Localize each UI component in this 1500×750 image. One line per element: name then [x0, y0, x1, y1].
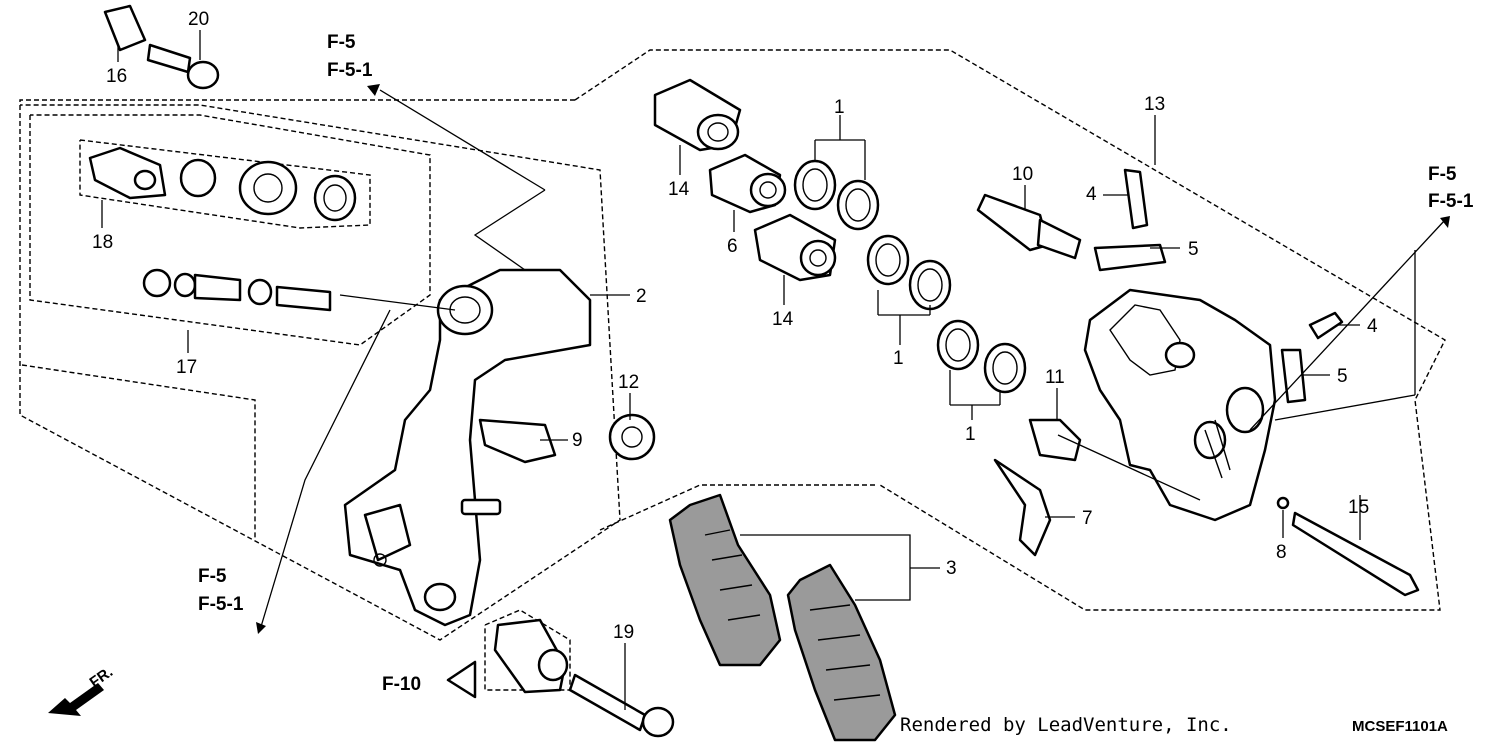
callout-labels: 1 1 1 2 3 4 4 5 5 6 7 8 9 10 11 12 13 14…	[92, 9, 1378, 643]
brake-pads	[668, 493, 897, 742]
arrow-to-f5-right-icon	[1440, 216, 1450, 228]
callout-13: 13	[1144, 94, 1165, 115]
callout-1-bottom: 1	[965, 424, 976, 445]
callout-11: 11	[1045, 367, 1065, 388]
ref-f5-top: F-5	[327, 32, 356, 53]
callout-5-right: 5	[1337, 366, 1348, 387]
credit-text: Rendered by LeadVenture, Inc.	[900, 714, 1232, 736]
arrow-to-f5-left-icon	[256, 622, 266, 634]
callout-2: 2	[636, 286, 647, 307]
piston-sleeves	[653, 78, 837, 282]
piston-seals	[793, 159, 1027, 394]
ref-f10: F-10	[382, 674, 421, 695]
arrow-to-f5-top-icon	[367, 84, 380, 96]
arrow-to-f10-icon	[446, 660, 477, 699]
callout-16: 16	[106, 66, 127, 87]
front-label: FR.	[87, 663, 117, 691]
callout-18: 18	[92, 232, 113, 253]
callout-15: 15	[1348, 497, 1369, 518]
reference-labels: F-5 F-5-1 F-5 F-5-1 F-5 F-5-1 F-10 FR.	[87, 32, 1474, 695]
diagram-code: MCSEF1101A	[1352, 718, 1448, 735]
front-direction-arrow-icon	[48, 683, 104, 716]
leader-lines	[101, 30, 1446, 710]
callout-4-top: 4	[1086, 184, 1097, 205]
ref-f5-1-right: F-5-1	[1428, 191, 1474, 212]
ref-f5-1-top: F-5-1	[327, 60, 373, 81]
callout-7: 7	[1082, 508, 1093, 529]
ref-f5-right: F-5	[1428, 164, 1457, 185]
small-fasteners	[103, 4, 1420, 738]
callout-5-top: 5	[1188, 239, 1199, 260]
callout-19: 19	[613, 622, 634, 643]
ref-f5-left: F-5	[198, 566, 227, 587]
callout-17: 17	[176, 357, 197, 378]
caliper-bracket	[343, 268, 592, 627]
callout-10: 10	[1012, 164, 1033, 185]
slide-pin-assembly	[88, 146, 357, 312]
callout-4-right: 4	[1367, 316, 1378, 337]
group-boundaries	[19, 49, 1446, 691]
callout-1-mid: 1	[893, 348, 904, 369]
ref-f5-1-left: F-5-1	[198, 594, 244, 615]
callout-9: 9	[572, 430, 583, 451]
callout-12: 12	[618, 372, 639, 393]
caliper-body	[1083, 288, 1277, 522]
callout-20: 20	[188, 9, 209, 30]
callout-6: 6	[727, 236, 738, 257]
callout-14-top: 14	[668, 179, 690, 200]
reference-arrows	[48, 84, 1450, 716]
callout-3: 3	[946, 558, 957, 579]
callout-1-top: 1	[834, 97, 845, 118]
callout-14-bottom: 14	[772, 309, 794, 330]
callout-8: 8	[1276, 542, 1287, 563]
